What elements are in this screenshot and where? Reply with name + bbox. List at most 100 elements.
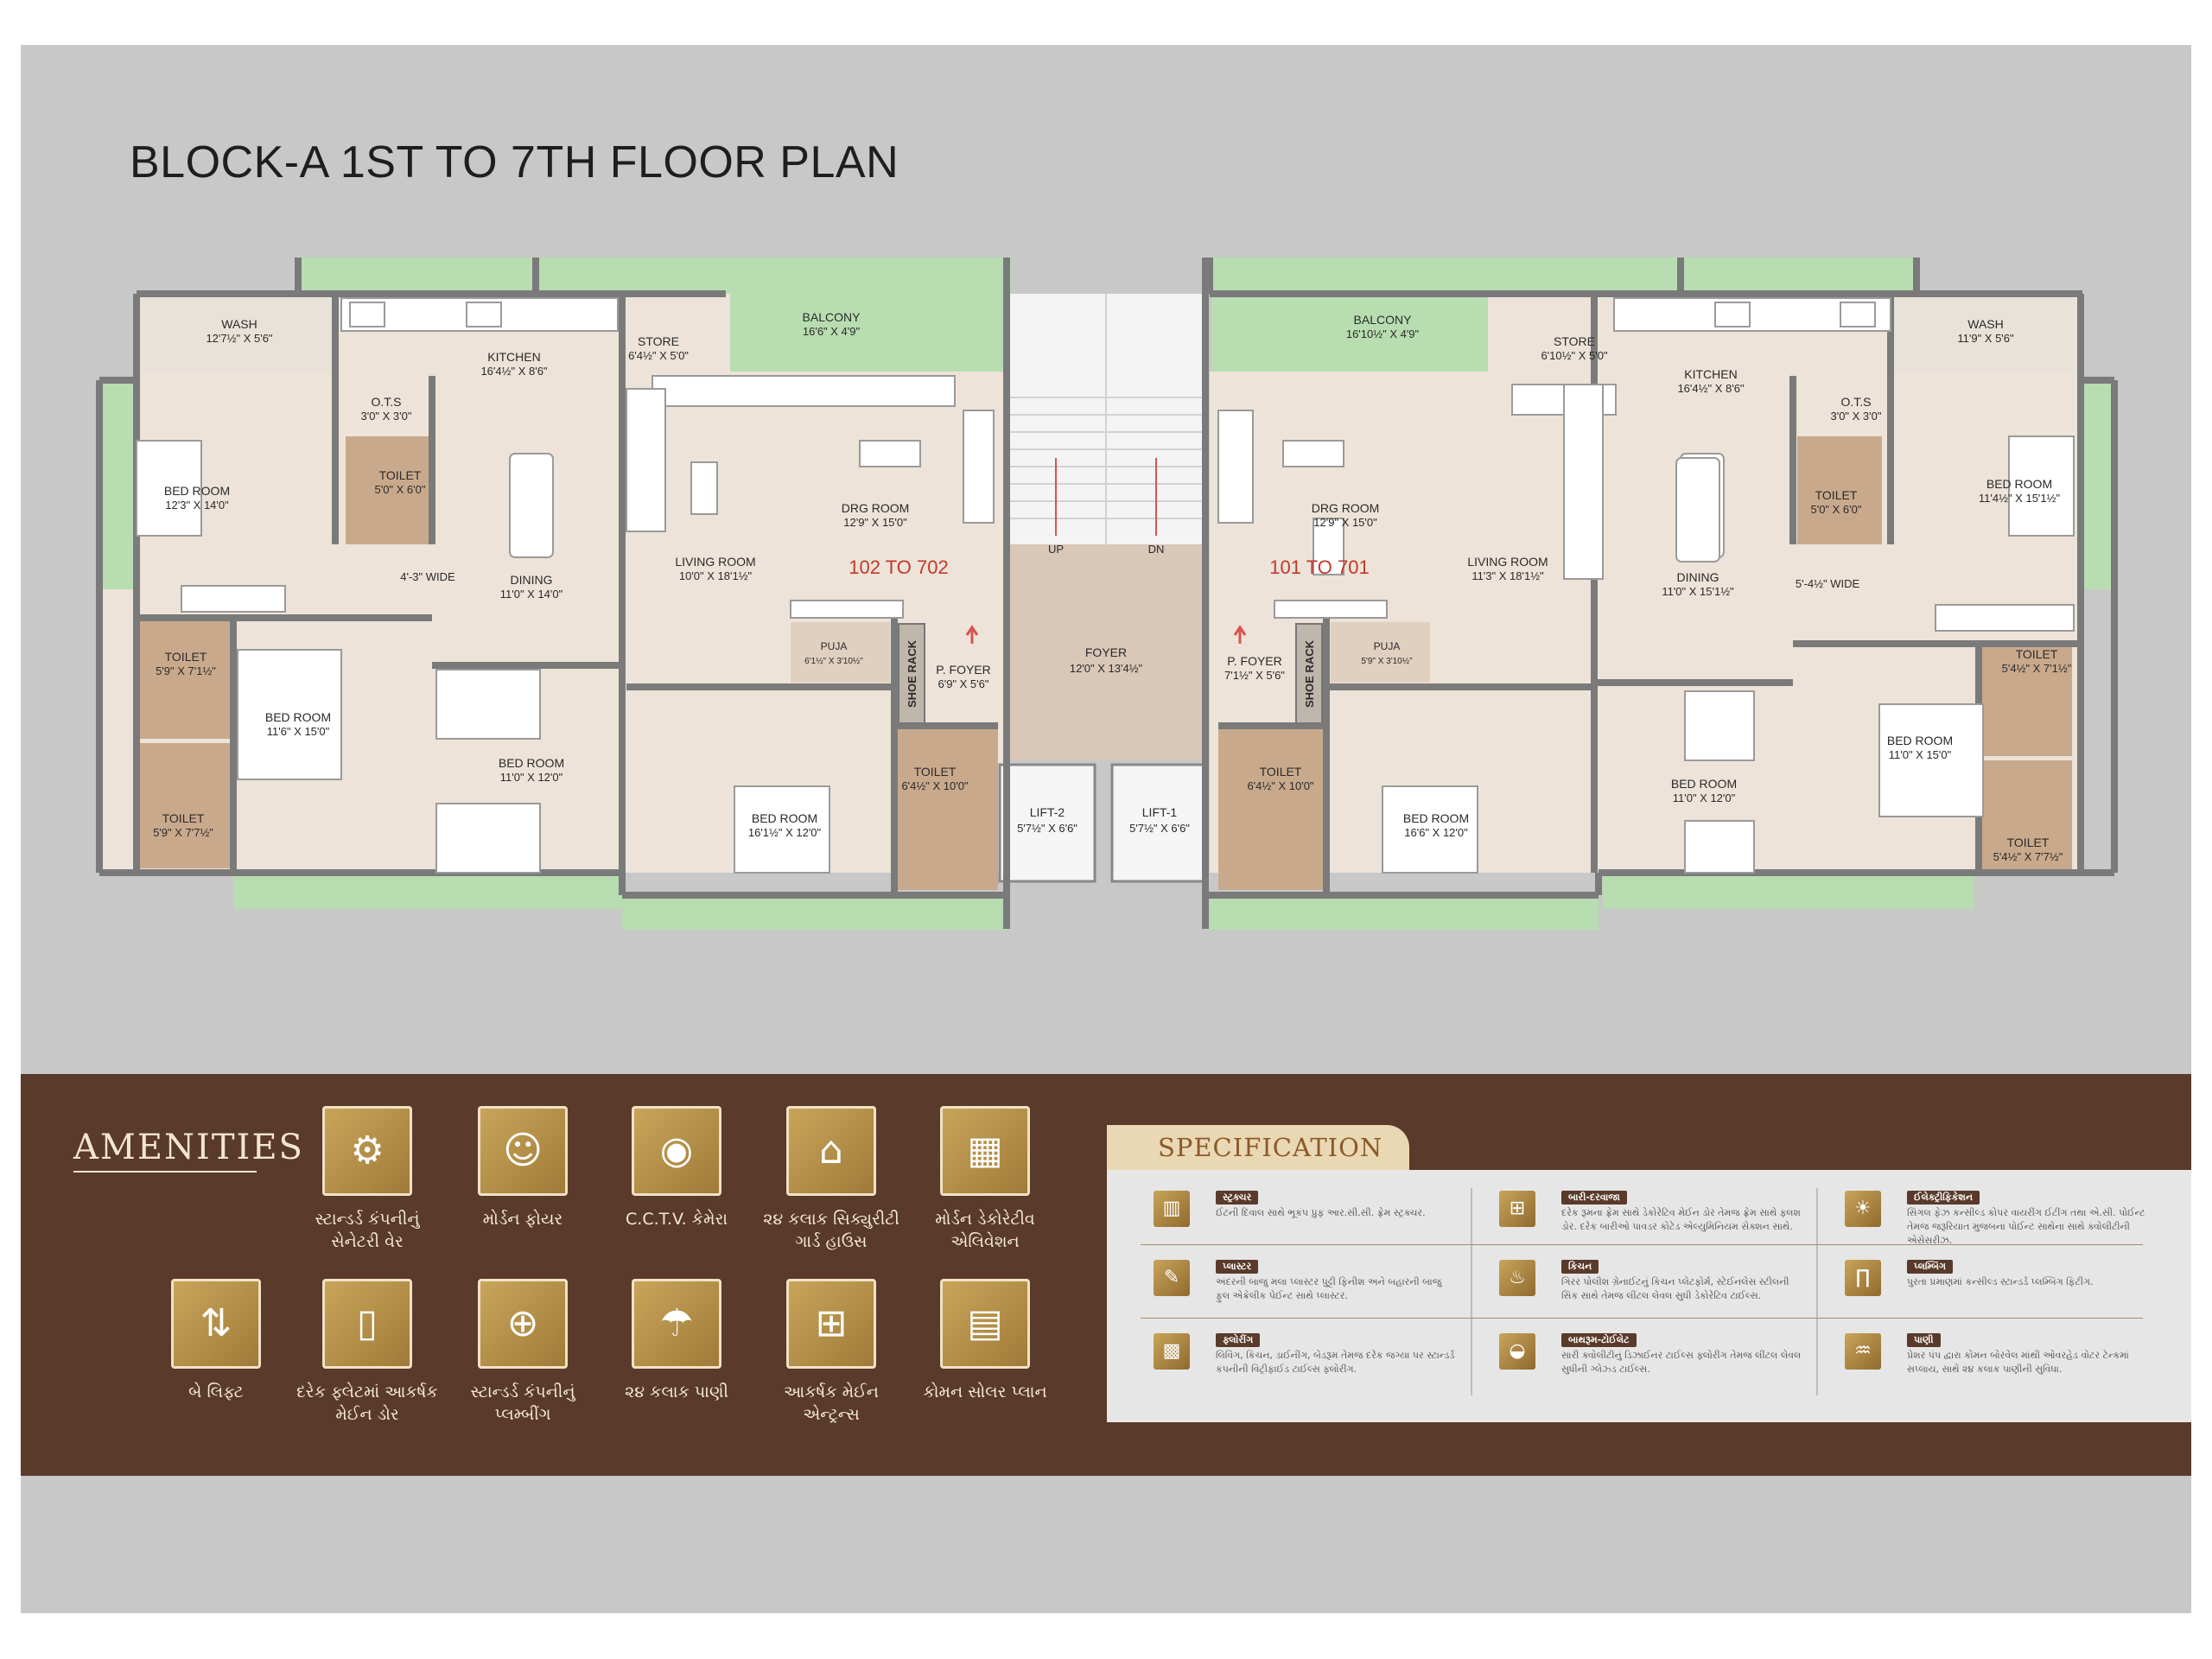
amenity-item: ⊞ આકર્ષક મેઈન એન્ટ્રન્સ (745, 1279, 918, 1426)
right-room-name-12: P. FOYER (1227, 654, 1282, 668)
lift2-name: LIFT-2 (1030, 805, 1065, 819)
left-room-size-16: 6'9" X 5'6" (938, 677, 988, 690)
walls (96, 257, 2118, 929)
solar-icon: ▤ (940, 1279, 1030, 1369)
left-room-size-7: 12'9" X 15'0" (843, 516, 907, 529)
water-icon: ♒ (1845, 1333, 1881, 1370)
right-room-size-10: 5'-4½" WIDE (1796, 577, 1860, 590)
building-icon: ▦ (940, 1106, 1030, 1196)
left-room-size-1: 16'4½" X 8'6" (480, 365, 547, 378)
left-room-size-10: 4'-3" WIDE (400, 570, 455, 583)
right-room-size-13: 5'9" X 3'10½" (1361, 657, 1413, 666)
amenity-label: સ્ટાન્ડર્ડ કંપનીનું (470, 1382, 575, 1402)
right-room-name-7: DRG ROOM (1312, 501, 1380, 515)
right-room-name-11: TOILET (2016, 647, 2058, 661)
left-room-size-15: 6'1½" X 3'10½" (804, 657, 863, 666)
right-room-size-16: 16'6" X 12'0" (1404, 826, 1468, 839)
right-room-name-14: BED ROOM (1887, 734, 1953, 747)
left-room-name-15: PUJA (821, 640, 848, 652)
right-room-name-2: KITCHEN (1684, 367, 1737, 381)
page-title: BLOCK-A 1ST TO 7TH FLOOR PLAN (130, 137, 899, 188)
amenity-label: આકર્ષક મેઈન (784, 1382, 879, 1402)
spec-heading: સ્ટ્રક્ચર (1216, 1191, 1259, 1205)
amenity-label-line2: એન્ટ્રન્સ (803, 1405, 860, 1424)
left-room-name-7: DRG ROOM (842, 501, 910, 515)
lift2-size: 5'7½" X 6'6" (1017, 822, 1077, 835)
right-room-size-3: 11'9" X 5'6" (1957, 332, 2014, 345)
lift1-name: LIFT-1 (1142, 805, 1178, 819)
right-room-size-15: 6'4½" X 10'0" (1247, 779, 1313, 792)
door-icon: ▯ (322, 1279, 412, 1369)
landscape-green (99, 257, 2114, 930)
spec-item: ♒પાણીપ્રેશર પંપ દ્વારા કોમન બોરવેલ માંથી… (1845, 1333, 2156, 1385)
right-room-name-4: O.T.S (1840, 395, 1871, 409)
shower-icon: ☂ (632, 1279, 721, 1369)
left-room-name-0: WASH (221, 317, 257, 331)
amenity-item: ⌂૨૪ કલાક સિક્યુરીટીગાર્ડ હાઉસ (745, 1106, 918, 1253)
right-room-size-11: 5'4½" X 7'1½" (2002, 662, 2072, 675)
left-room-name-13: BED ROOM (499, 756, 564, 770)
structure-icon: ▥ (1154, 1191, 1190, 1227)
amenity-label: બે લિફ્ટ (188, 1382, 244, 1402)
amenity-label-line2: પ્લમ્બીંગ (494, 1405, 551, 1424)
right-room-size-1: 6'10½" X 5'0" (1541, 349, 1607, 362)
right-room-name-1: STORE (1554, 334, 1595, 348)
right-room-name-8: LIVING ROOM (1467, 555, 1548, 569)
reception-icon: ☺ (478, 1106, 568, 1196)
right-room-name-3: WASH (1967, 317, 2003, 331)
cctv-icon: ◉ (632, 1106, 721, 1196)
spec-heading: ઈલેક્ટ્રીફિકેશન (1907, 1191, 1980, 1205)
spec-text: પુરતા પ્રમાણમાં કન્સીલ્ડ સ્ટાન્ડર્ડ પ્લમ… (1907, 1276, 2094, 1287)
specification-heading: SPECIFICATION (1158, 1133, 1383, 1162)
spec-text: પ્રેશર પંપ દ્વારા કોમન બોરવેલ માંથી ઓવરહ… (1907, 1350, 2129, 1375)
left-room-name-1: KITCHEN (487, 350, 540, 364)
right-room-name-17: BED ROOM (1671, 777, 1737, 791)
spec-text: ગિરર પોલીશ ગ્રેનાઈટનું કિચન પ્લેટફોર્મ, … (1561, 1276, 1789, 1301)
right-room-size-14: 11'0" X 15'0" (1889, 748, 1952, 761)
furniture (136, 297, 2075, 874)
amenity-item: ▤ કોમન સોલર પ્લાન (899, 1279, 1071, 1403)
spec-text: સિંગલ ફેઝ કન્સીલ્ડ કોપર વાયરીંગ ઈટીંગ તથ… (1907, 1207, 2145, 1246)
spec-heading: બારી-દરવાજા (1561, 1191, 1627, 1205)
spec-heading: પ્લાસ્ટર (1216, 1260, 1259, 1274)
amenity-label: મોર્ડન ફોયર (482, 1210, 563, 1229)
flat-number-right: 101 TO 701 (1269, 556, 1369, 578)
left-room-size-6: 12'3" X 14'0" (165, 499, 229, 512)
spec-row-divider (1141, 1244, 2143, 1245)
left-room-name-9: DINING (511, 573, 553, 587)
amenity-item: ◉ C.C.T.V. કેમેરા (590, 1106, 763, 1230)
amenity-label-line2: મેઈન ડોર (335, 1405, 399, 1424)
amenity-label: દરેક ફ્લેટમાં આકર્ષક (296, 1382, 438, 1402)
left-room-size-8: 10'0" X 18'1½" (679, 569, 753, 582)
left-room-name-8: LIVING ROOM (675, 555, 755, 569)
spec-item: ✎ પ્લાસ્ટર અંદરની બાજુ મલા પ્લાસ્ટર પુટ્ટી… (1154, 1260, 1465, 1312)
spec-text: અંદરની બાજુ મલા પ્લાસ્ટર પુટ્ટી ફિનીશ અન… (1216, 1276, 1442, 1301)
amenity-label: C.C.T.V. કેમેરા (626, 1210, 728, 1229)
left-room-name-12: BED ROOM (265, 710, 331, 724)
spec-row-divider (1141, 1318, 2143, 1319)
left-room-size-14: 5'9" X 7'7½" (153, 826, 213, 839)
amenity-label: કોમન સોલર પ્લાન (923, 1382, 1047, 1402)
amenity-item: ⇅બે લિફ્ટ (130, 1279, 302, 1403)
left-room-name-14: TOILET (162, 811, 205, 825)
amenity-label-line2: સેનેટરી વેર (331, 1232, 404, 1251)
amenity-item: ⊕સ્ટાન્ડર્ડ કંપનીનુંપ્લમ્બીંગ (436, 1279, 609, 1426)
pipe-icon: ∏ (1845, 1260, 1881, 1296)
foyer-name: FOYER (1085, 645, 1127, 659)
left-room-size-0: 12'7½" X 5'6" (206, 332, 272, 345)
right-room-name-13: PUJA (1374, 640, 1401, 652)
spec-text: દરેક રૂમના ફ્રેમ સાથે ડેકોરેટિવ મેઈન ડોર… (1561, 1207, 1801, 1232)
plaster-icon: ✎ (1154, 1260, 1190, 1296)
left-room-name-2: STORE (638, 334, 679, 348)
left-room-size-2: 6'4½" X 5'0" (628, 349, 689, 362)
spec-divider (1816, 1188, 1818, 1395)
amenity-item: ☺ મોર્ડન ફોયર (436, 1106, 609, 1230)
shoe-rack-label-right: SHOE RACK (1303, 639, 1316, 708)
left-room-size-17: 16'1½" X 12'0" (748, 826, 822, 839)
security-icon: ⌂ (786, 1106, 876, 1196)
spec-heading: ફ્લોરીંગ (1216, 1333, 1261, 1347)
gate-icon: ⊞ (786, 1279, 876, 1369)
